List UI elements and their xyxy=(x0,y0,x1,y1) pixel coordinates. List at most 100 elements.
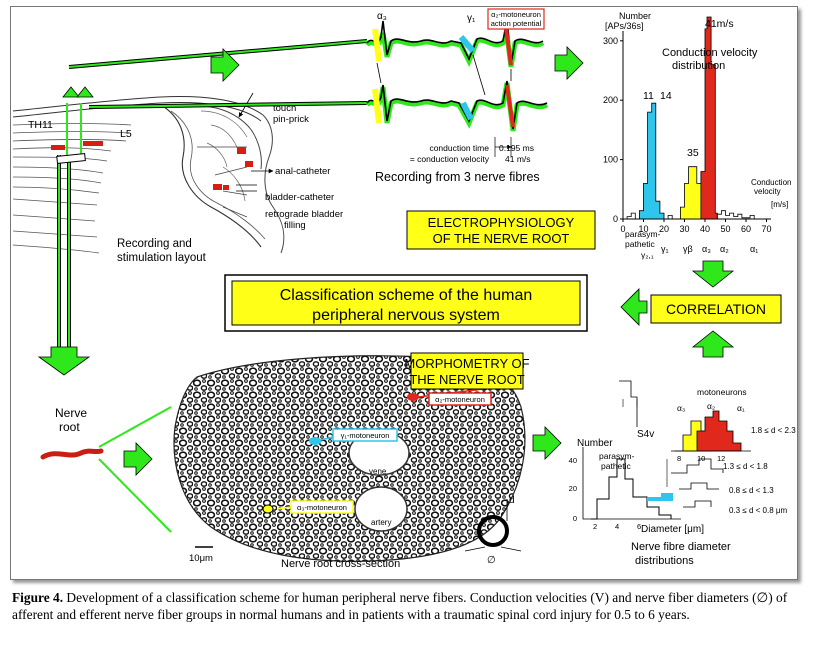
dh-tick-12: 12 xyxy=(717,454,725,463)
cv-xtick-label: 0 xyxy=(620,224,625,234)
dh-xtick-6: 6 xyxy=(637,522,641,531)
th11-label: TH11 xyxy=(28,119,53,131)
cv-histogram-bar xyxy=(700,16,718,220)
cv-xtick-label: 40 xyxy=(700,224,710,234)
classification-line-2: peripheral nervous system xyxy=(312,307,500,324)
a2-motoneuron-label: α₂-motoneuron xyxy=(435,395,485,404)
trace-gamma1-label: γ₁ xyxy=(467,13,476,24)
dh-ytick-0: 0 xyxy=(573,514,577,523)
dh-number-label: Number xyxy=(577,438,613,449)
trace-alpha3-label: α₃ xyxy=(377,11,387,22)
figure-panel: TH11 L5 touch pin-prick anal-catheter bl… xyxy=(10,6,798,580)
cond-vel-label: = conduction velocity xyxy=(410,154,490,164)
dh-alpha3: α₃ xyxy=(677,403,685,413)
cv-ytick-label: 100 xyxy=(603,155,618,165)
cv-ytick-label: 200 xyxy=(603,95,618,105)
a3-motoneuron-box xyxy=(290,500,354,514)
electrophysiology-box xyxy=(406,210,596,250)
cv-xtick-label: 10 xyxy=(638,224,648,234)
morphometry-line-1: MORPHOMETRY OF xyxy=(404,356,529,371)
dh-range-1: 1.8 ≤ d < 2.3 xyxy=(751,426,796,435)
cv-histogram-outline xyxy=(626,210,755,220)
dh-ytick-20: 20 xyxy=(569,484,577,493)
ap-label-1: α₂-motoneuron xyxy=(491,10,541,19)
spine-diagram xyxy=(12,92,285,254)
morphometry-line-2: THE NERVE ROOT xyxy=(409,372,524,387)
action-potential-box xyxy=(487,8,545,30)
right-arrow-traces xyxy=(210,48,240,82)
electrophysiology-line-2: OF THE NERVE ROOT xyxy=(433,231,570,246)
right-arrow-cross-section xyxy=(123,442,153,476)
recording-label-2: stimulation layout xyxy=(117,252,207,264)
pin-prick-label: pin-prick xyxy=(273,114,309,125)
right-arrow-histogram xyxy=(554,46,584,80)
green-connectors-fill xyxy=(58,40,368,533)
dh-s4v-label: S4v xyxy=(637,429,654,440)
cv-label-2: velocity xyxy=(754,187,781,196)
classification-box xyxy=(231,280,581,326)
down-arrow-correlation xyxy=(691,260,735,288)
dh-xlabel: Diameter [μm] xyxy=(641,524,704,535)
right-arrow-diameter xyxy=(532,426,562,460)
cv-ytick-label: 0 xyxy=(613,214,618,224)
vene-label: vene xyxy=(369,467,387,476)
morphometry-box xyxy=(410,352,524,390)
cross-section-caption: Nerve root cross-section xyxy=(281,558,400,570)
cv-xtick-label: 70 xyxy=(761,224,771,234)
correlation-label: CORRELATION xyxy=(666,301,766,317)
cv-alpha3: α₃ xyxy=(702,244,711,254)
touch-label: touch xyxy=(273,103,296,114)
cv-title-1: Conduction velocity xyxy=(662,47,758,59)
cv-xtick-label: 30 xyxy=(679,224,689,234)
cv-alpha2: α₂ xyxy=(720,244,729,254)
cv-unit-label: [m/s] xyxy=(771,200,788,209)
anal-catheter-label: anal-catheter xyxy=(275,166,330,177)
dh-tick-8: 8 xyxy=(677,454,681,463)
cv-gamma1: γ₁ xyxy=(661,244,669,254)
g1-motoneuron-label: γ₁-motoneuron xyxy=(341,431,390,440)
dh-xtick-2: 2 xyxy=(593,522,597,531)
caption-label: Figure 4. xyxy=(12,590,64,605)
up-arrow-correlation xyxy=(691,330,735,358)
dh-tick-10: 10 xyxy=(697,454,705,463)
cv-xtick-label: 20 xyxy=(659,224,669,234)
cv-peak-35: 35 xyxy=(687,147,699,159)
nerve-root-icon xyxy=(40,448,104,460)
dh-alpha2: α₂ xyxy=(707,401,715,411)
up-arrow-right xyxy=(76,86,94,98)
dh-xtick-4: 4 xyxy=(615,522,619,531)
g1-motoneuron-box xyxy=(332,428,398,442)
cv-peak-41: 41m/s xyxy=(705,18,734,30)
up-arrow-left xyxy=(62,86,80,98)
dh-caption-2: distributions xyxy=(635,555,694,567)
diameter-histogram-chart xyxy=(582,380,751,520)
dh-parasym-1: parasym- xyxy=(599,451,635,461)
dh-range-3: 0.8 ≤ d < 1.3 xyxy=(729,486,774,495)
traces-caption: Recording from 3 nerve fibres xyxy=(375,170,540,184)
cv-ylabel-1: Number xyxy=(619,11,651,21)
dh-ytick-40: 40 xyxy=(569,456,577,465)
cv-label-1: Conduction xyxy=(751,178,791,187)
cond-time-value: 0.195 ms xyxy=(499,143,534,153)
cond-vel-value: 41 m/s xyxy=(505,154,531,164)
cv-title-2: distribution xyxy=(672,60,725,72)
cond-time-label: conduction time xyxy=(429,143,489,153)
retrograde-label-2: filling xyxy=(284,220,306,231)
a3-motoneuron-label: α₃-motoneuron xyxy=(297,503,347,512)
recording-traces xyxy=(365,18,549,157)
d-label: d xyxy=(509,495,515,506)
cv-ylabel-2: [APs/36s] xyxy=(605,21,644,31)
cv-peak-14: 14 xyxy=(660,90,672,102)
dh-motoneurons: motoneurons xyxy=(697,387,747,397)
cv-ytick-label: 300 xyxy=(603,36,618,46)
nerve-root-line-2: root xyxy=(59,420,80,434)
bladder-catheter-label: bladder-catheter xyxy=(265,192,334,203)
cv-gamma-beta: γβ xyxy=(683,244,693,254)
correlation-box xyxy=(650,294,782,324)
cv-peak-11: 11 xyxy=(643,90,654,102)
cv-parasym-2: pathetic xyxy=(625,239,656,249)
cv-xtick-label: 60 xyxy=(741,224,751,234)
figure-caption: Figure 4. Development of a classificatio… xyxy=(12,590,798,623)
cv-histogram-bar xyxy=(639,102,665,220)
